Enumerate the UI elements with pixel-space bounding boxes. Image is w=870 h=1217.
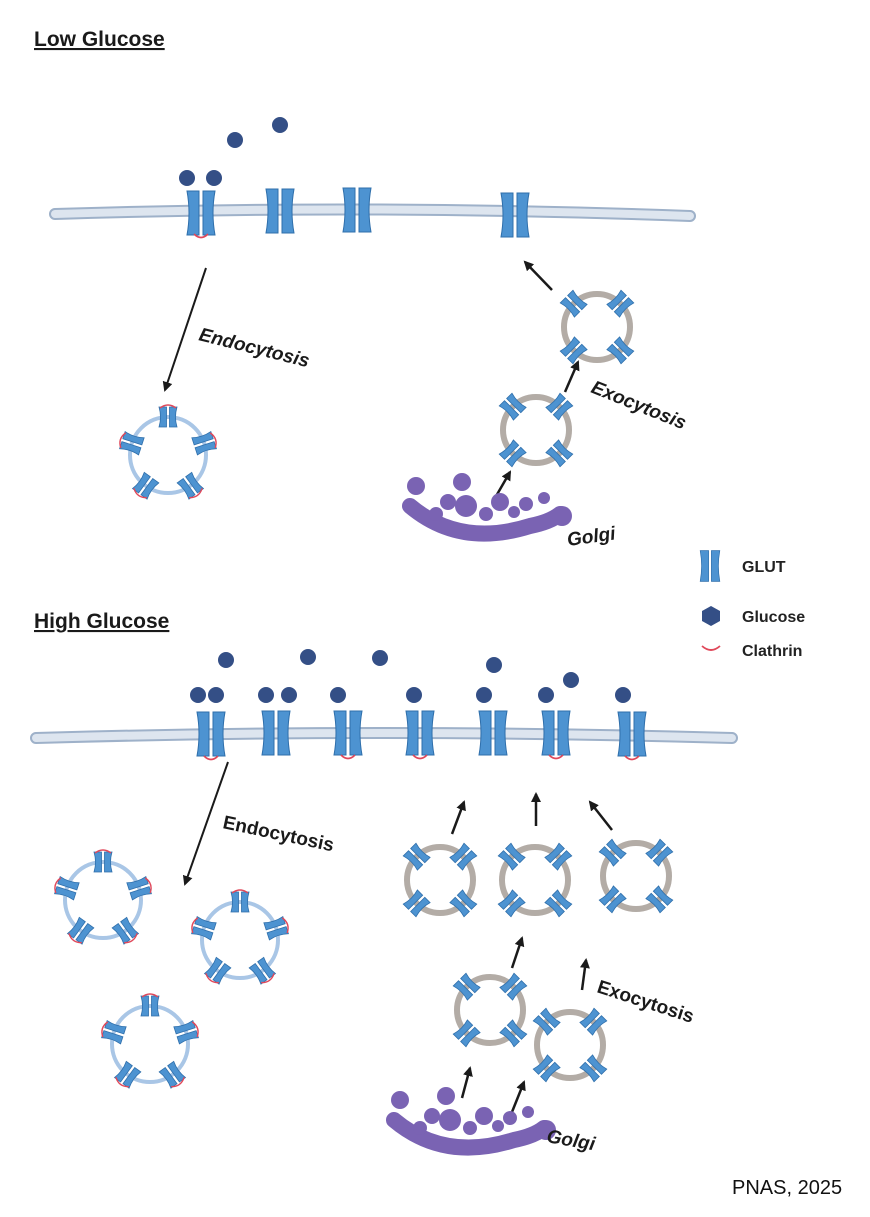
glut-icon <box>699 550 721 582</box>
glucose-icon <box>272 117 288 133</box>
glucose-icon <box>258 687 274 703</box>
vesicle <box>498 843 572 917</box>
clathrin-icon <box>624 755 640 761</box>
low-exocytosis-label: Exocytosis <box>588 377 689 434</box>
glucose-icon <box>227 132 243 148</box>
exocytosis-arrow <box>563 360 580 393</box>
clathrin-coated-vesicle <box>190 890 291 986</box>
citation-credit: PNAS, 2025 <box>732 1177 842 1199</box>
high-exocytosis-label: Exocytosis <box>594 977 696 1028</box>
exocytosis-arrow <box>510 1080 526 1113</box>
glucose-icon <box>702 606 720 626</box>
vesicle <box>403 843 477 917</box>
glucose-icon <box>208 687 224 703</box>
clathrin-icon <box>412 754 428 760</box>
legend-glucose-label: Glucose <box>742 609 805 626</box>
clathrin-coated-vesicle <box>100 994 201 1090</box>
glucose-icon <box>206 170 222 186</box>
vesicle <box>533 1008 607 1082</box>
clathrin-icon <box>701 645 721 651</box>
glucose-icon <box>330 687 346 703</box>
high-endocytosis-label: Endocytosis <box>221 812 336 856</box>
exocytosis-arrow <box>579 958 590 991</box>
exocytosis-arrow <box>460 1066 473 1099</box>
legend: GLUT Glucose Clathrin <box>699 550 805 660</box>
clathrin-icon <box>203 755 219 761</box>
glucose-icon <box>190 687 206 703</box>
glucose-icon <box>406 687 422 703</box>
glucose-icon <box>179 170 195 186</box>
vesicle <box>599 839 673 913</box>
clathrin-coated-vesicle <box>53 850 154 946</box>
vesicle <box>560 290 634 364</box>
low-endocytosis-arrow <box>162 267 207 392</box>
vesicle <box>453 973 527 1047</box>
high-golgi-label: Golgi <box>545 1126 597 1155</box>
golgi-icon <box>391 1087 556 1148</box>
high-endocytosis-arrow <box>182 761 229 886</box>
glucose-icon <box>281 687 297 703</box>
clathrin-icon <box>340 754 356 760</box>
glucose-icon <box>300 649 316 665</box>
exocytosis-arrow <box>523 260 553 291</box>
exocytosis-arrow <box>510 936 525 969</box>
high-glucose-panel: High Glucose Endocytosis <box>30 610 738 1155</box>
vesicle <box>499 393 573 467</box>
high-glucose-title: High Glucose <box>34 610 169 633</box>
exocytosis-arrow <box>588 800 613 831</box>
low-endocytosis-label: Endocytosis <box>197 324 312 372</box>
low-golgi-label: Golgi <box>566 523 618 551</box>
clathrin-icon <box>548 754 564 760</box>
golgi-icon <box>407 473 572 534</box>
legend-glut-label: GLUT <box>742 559 786 576</box>
glucose-icon <box>563 672 579 688</box>
glucose-icon <box>218 652 234 668</box>
clathrin-coated-vesicle <box>118 405 219 501</box>
legend-clathrin-label: Clathrin <box>742 643 802 660</box>
low-glucose-panel: Low Glucose Endocytosis Exocytosis Golgi <box>34 28 696 551</box>
exocytosis-arrow <box>450 800 466 835</box>
glucose-icon <box>372 650 388 666</box>
low-glucose-title: Low Glucose <box>34 28 165 51</box>
glucose-icon <box>615 687 631 703</box>
glucose-icon <box>538 687 554 703</box>
glucose-icon <box>486 657 502 673</box>
glucose-icon <box>476 687 492 703</box>
